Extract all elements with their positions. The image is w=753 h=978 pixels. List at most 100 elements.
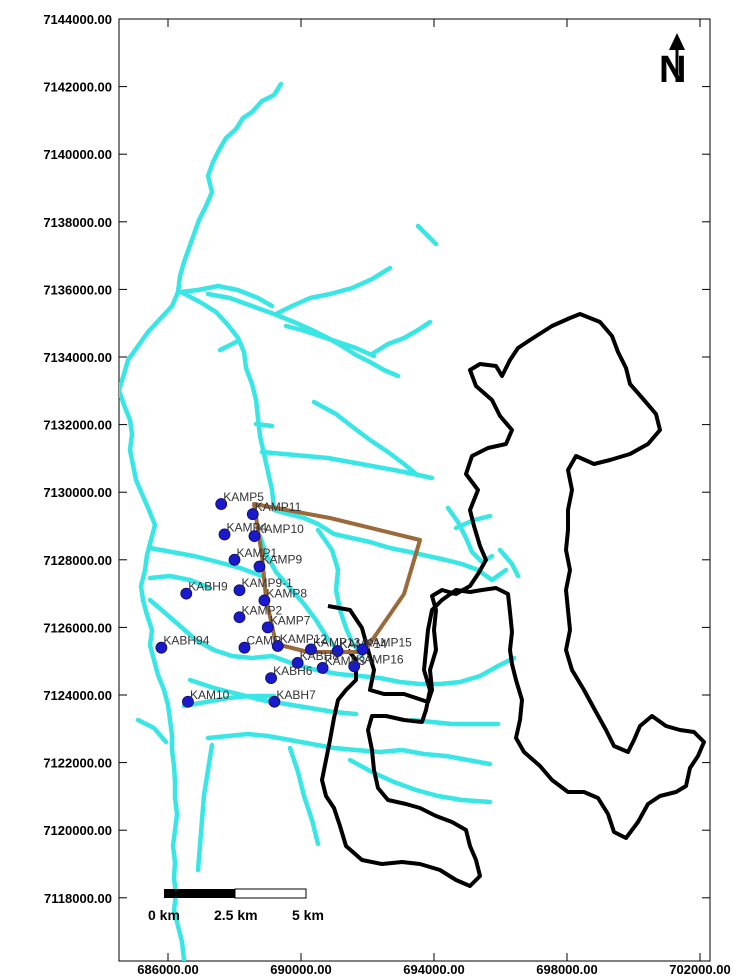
- x-tick-label: 702000.00: [669, 962, 730, 977]
- y-tick-label: 7126000.00: [43, 620, 112, 635]
- site-marker[interactable]: [331, 645, 344, 657]
- site-label: KAMP1: [237, 546, 278, 560]
- site-marker[interactable]: [305, 643, 317, 656]
- site-marker[interactable]: [233, 584, 246, 597]
- site-label: KABH94: [163, 634, 209, 648]
- scale-label-0: 0 km: [148, 907, 180, 923]
- x-tick-label: 698000.00: [536, 962, 597, 977]
- y-tick-label: 7118000.00: [44, 891, 112, 906]
- y-tick-label: 7128000.00: [43, 553, 112, 568]
- site-label: KABH8: [300, 649, 340, 663]
- site-marker[interactable]: [316, 662, 329, 674]
- river-tributary: [415, 223, 439, 247]
- site-marker[interactable]: [248, 530, 261, 543]
- site-label: KABH7: [276, 688, 316, 702]
- site-marker[interactable]: [155, 641, 168, 654]
- site-label: KABH6: [273, 664, 313, 678]
- site-label: KAMP9: [261, 553, 302, 567]
- site-label: KABH9: [188, 580, 228, 594]
- site-label: KAMP8: [266, 586, 307, 600]
- y-tick-label: 7140000.00: [43, 147, 112, 162]
- site-marker[interactable]: [180, 587, 193, 600]
- x-tick-label: 690000.00: [270, 962, 331, 977]
- site-marker[interactable]: [238, 641, 251, 654]
- site-marker[interactable]: [268, 695, 281, 708]
- boundary-polygon: [320, 312, 706, 888]
- river-tributary: [369, 319, 433, 357]
- x-tick-label: 686000.00: [137, 962, 198, 977]
- river-tributary: [347, 757, 493, 805]
- site-label: KAMP4: [227, 520, 268, 534]
- scale-label-5: 5 km: [292, 907, 324, 923]
- river-tributary: [177, 283, 275, 309]
- y-tick-label: 7144000.00: [43, 12, 112, 27]
- river-tributary: [259, 449, 435, 481]
- site-label: KAMP9-1: [241, 576, 293, 590]
- river-tributary: [315, 527, 365, 659]
- scale-label-2-5: 2.5 km: [214, 907, 258, 923]
- river-tributary: [311, 399, 419, 477]
- river-tributary: [147, 573, 213, 591]
- site-label: KAMP3: [325, 654, 366, 668]
- x-tick-label: 694000.00: [403, 962, 464, 977]
- site-marker[interactable]: [265, 672, 277, 684]
- river-tributary: [181, 693, 277, 709]
- river-tributary: [147, 597, 275, 661]
- river-tributary: [257, 533, 339, 651]
- y-tick-label: 7120000.00: [43, 823, 112, 838]
- site-marker[interactable]: [215, 498, 228, 510]
- site-marker[interactable]: [261, 621, 274, 634]
- y-tick-label: 7136000.00: [43, 282, 112, 297]
- river-tributary: [205, 731, 493, 767]
- river-main-trunk: [119, 81, 284, 961]
- river-tributary: [195, 742, 215, 873]
- site-marker[interactable]: [246, 508, 259, 521]
- site-marker[interactable]: [271, 640, 284, 652]
- river-tributary: [178, 289, 277, 511]
- axis-tick-labels: 686000.00 690000.00 694000.00 698000.00 7020…: [43, 12, 730, 977]
- y-tick-label: 7138000.00: [43, 215, 112, 230]
- site-marker[interactable]: [348, 660, 361, 673]
- river-tributary: [147, 545, 265, 579]
- river-tributary: [271, 507, 509, 583]
- north-arrow-icon: N: [659, 33, 686, 91]
- river-tributary: [409, 717, 501, 727]
- river-tributary: [287, 745, 321, 847]
- river-tributary: [217, 339, 239, 353]
- site-label: KAMP11: [255, 500, 302, 514]
- y-tick-label: 7122000.00: [43, 756, 112, 771]
- river-tributary: [253, 421, 275, 429]
- y-tick-label: 7142000.00: [43, 80, 112, 95]
- site-marker[interactable]: [258, 594, 271, 607]
- map-frame: [118, 18, 711, 962]
- river-tributary: [283, 323, 377, 359]
- river-network: [119, 81, 521, 961]
- site-label: KAMP2: [241, 603, 282, 617]
- site-label: KAMP5: [223, 490, 264, 504]
- scale-bar-black-segment: [164, 889, 235, 898]
- y-tick-label: 7132000.00: [43, 418, 112, 433]
- site-marker[interactable]: [291, 656, 304, 669]
- scale-bar-white-segment: [234, 888, 307, 899]
- river-tributary: [135, 717, 169, 745]
- site-marker[interactable]: [218, 528, 231, 541]
- site-label: KAMP13: [313, 635, 361, 649]
- site-marker[interactable]: [356, 643, 369, 656]
- site-label: KAMP10: [256, 522, 304, 536]
- site-marker[interactable]: [253, 560, 266, 573]
- axis-ticks: [119, 18, 710, 961]
- scale-bar: 0 km 2.5 km 5 km: [148, 888, 324, 923]
- river-tributary: [497, 547, 521, 579]
- site-label: KAMP12: [280, 632, 328, 646]
- site-label: KAMP7: [270, 613, 311, 627]
- site-label: KAM10: [190, 688, 230, 702]
- north-arrow-letter: N: [659, 49, 686, 91]
- site-marker[interactable]: [233, 611, 246, 624]
- site-label: KAMP15: [365, 635, 413, 649]
- site-marker[interactable]: [182, 695, 194, 708]
- y-tick-label: 7130000.00: [43, 485, 112, 500]
- y-tick-label: 7124000.00: [43, 688, 112, 703]
- site-marker[interactable]: [228, 553, 241, 566]
